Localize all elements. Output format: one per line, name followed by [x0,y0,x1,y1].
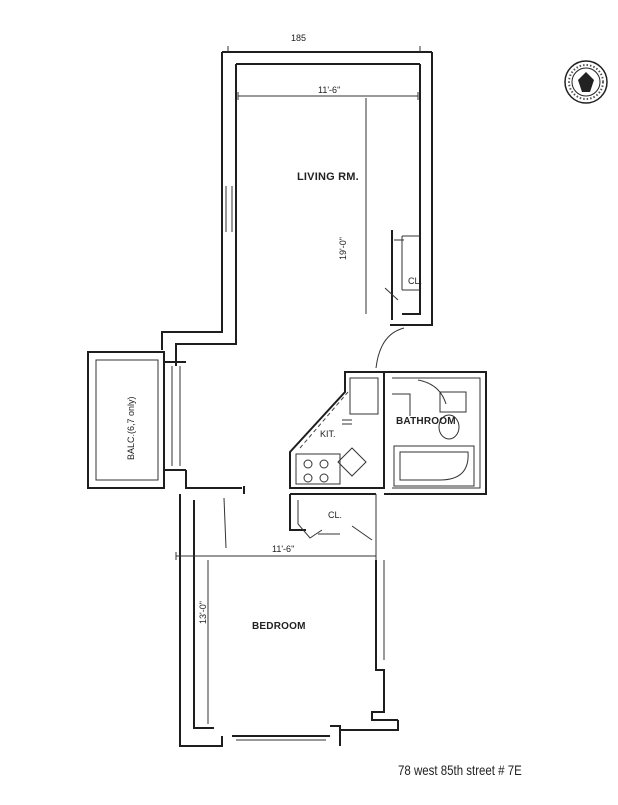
balcony [87,351,186,489]
bedroom-length-label: 13'-0" [198,601,208,624]
bedroom-label: BEDROOM [252,621,306,632]
bedroom [175,494,399,747]
seal-stamp [564,60,608,104]
living-width-label: 11'-6" [318,85,340,95]
hall-closet [289,493,377,560]
living-closet [384,230,420,320]
kitchen [289,371,385,489]
living-door-swing [375,327,405,369]
balcony-label: BALC.(6,7 only) [126,396,136,460]
living-closet-label: CL. [408,276,422,286]
living-room-dimensions [237,92,419,314]
living-room-walls [161,46,433,352]
hall-closet-label: CL. [328,510,342,520]
bedroom-width-label: 11'-6" [272,544,294,554]
bathroom-label: BATHROOM [396,416,456,427]
hall-walls [175,352,245,494]
living-length-label: 19'-0" [338,237,348,260]
living-room-label: LIVING RM. [297,171,359,183]
address-caption: 78 west 85th street # 7E [398,762,522,778]
bathroom [384,371,487,495]
top-dimension-label: 185 [291,33,306,43]
kitchen-label: KIT. [320,429,336,439]
